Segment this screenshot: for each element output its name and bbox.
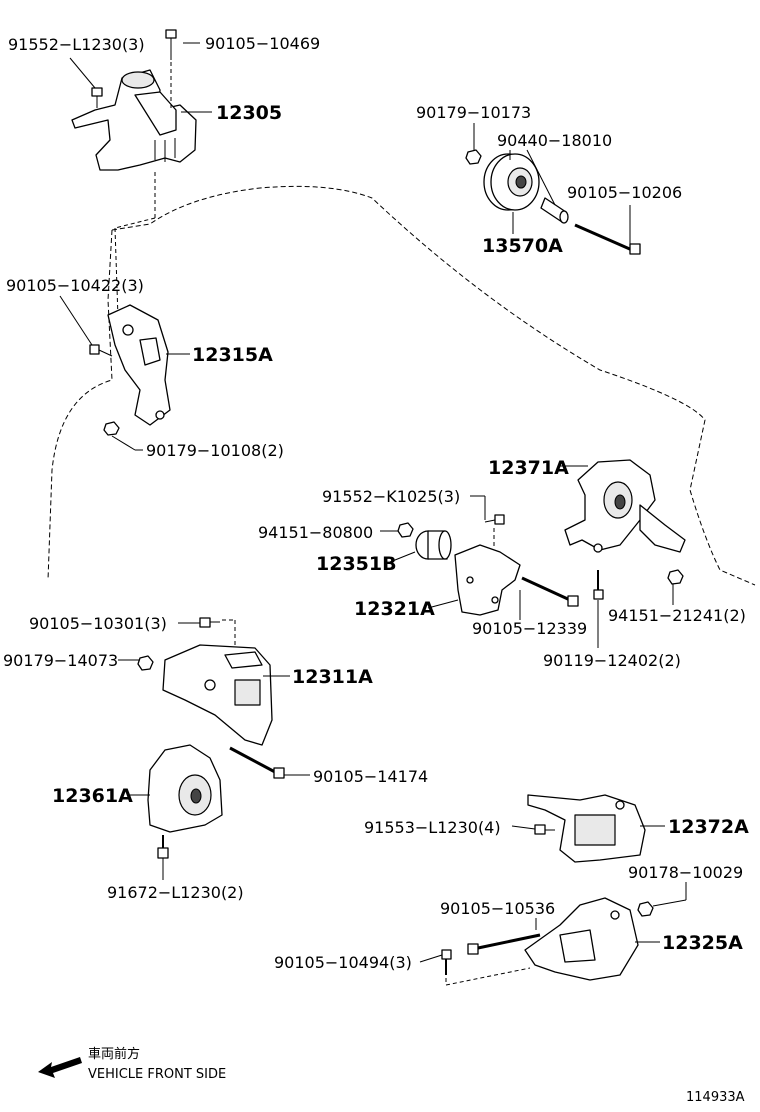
- bolt-90105-10536[interactable]: [467, 933, 541, 955]
- label-12351B: 12351B: [316, 553, 397, 575]
- engine-mount-12361A[interactable]: [147, 744, 223, 833]
- bolt-90119-12402[interactable]: [593, 570, 604, 600]
- label-12311A: 12311A: [292, 666, 373, 688]
- bracket-12315A[interactable]: [107, 304, 171, 426]
- label-90105-12339: 90105−12339: [472, 619, 587, 638]
- label-12305: 12305: [216, 102, 282, 124]
- label-90105-10422: 90105−10422(3): [6, 276, 144, 295]
- label-90179-14073: 90179−14073: [3, 651, 118, 670]
- label-90178-10029: 90178−10029: [628, 863, 743, 882]
- label-12325A: 12325A: [662, 932, 743, 954]
- label-94151-80800: 94151−80800: [258, 523, 373, 542]
- label-90105-10494: 90105−10494(3): [274, 953, 412, 972]
- label-90105-10206: 90105−10206: [567, 183, 682, 202]
- nut-90178-10029[interactable]: [637, 901, 654, 917]
- label-12372A: 12372A: [668, 816, 749, 838]
- bushing-12351B[interactable]: [415, 530, 452, 560]
- label-90105-10469: 90105−10469: [205, 34, 320, 53]
- engine-outline: [111, 185, 756, 586]
- bolt-91672-L1230[interactable]: [157, 835, 169, 859]
- label-12315A: 12315A: [192, 344, 273, 366]
- bracket-12311A[interactable]: [162, 644, 273, 746]
- label-91672-L1230: 91672−L1230(2): [107, 883, 244, 902]
- leader-lines: [59, 42, 687, 963]
- bracket-12372A[interactable]: [527, 794, 646, 863]
- label-90105-10536: 90105−10536: [440, 899, 555, 918]
- bolt-90105-10422[interactable]: [89, 344, 113, 357]
- bolt-90105-10301[interactable]: [199, 617, 220, 628]
- bolt-90105-12339[interactable]: [521, 576, 579, 607]
- direction-japanese: 車両前方: [88, 1046, 140, 1062]
- engine-mount-12305[interactable]: [71, 69, 197, 171]
- label-90440-18010: 90440−18010: [497, 131, 612, 150]
- direction-english: VEHICLE FRONT SIDE: [88, 1067, 226, 1082]
- bolt-90105-10469[interactable]: [165, 29, 177, 60]
- label-94151-21241: 94151−21241(2): [608, 606, 746, 625]
- bracket-12325A[interactable]: [524, 897, 639, 981]
- label-90105-10301: 90105−10301(3): [29, 614, 167, 633]
- bolt-90105-14174[interactable]: [229, 746, 285, 779]
- label-91553-L1230: 91553−L1230(4): [364, 818, 501, 837]
- bolt-91553-L1230[interactable]: [534, 824, 555, 835]
- label-90179-10173: 90179−10173: [416, 103, 531, 122]
- engine-mount-12371A[interactable]: [564, 459, 686, 553]
- idler-pulley-13570A[interactable]: [483, 153, 540, 211]
- bracket-12321A[interactable]: [454, 544, 521, 616]
- label-12361A: 12361A: [52, 785, 133, 807]
- label-90119-12402: 90119−12402(2): [543, 651, 681, 670]
- vehicle-front-direction: 車両前方 VEHICLE FRONT SIDE: [38, 1046, 226, 1082]
- nut-90179-14073[interactable]: [137, 655, 154, 671]
- label-13570A: 13570A: [482, 235, 563, 257]
- label-12371A: 12371A: [488, 457, 569, 479]
- bolt-91552-K1025[interactable]: [484, 514, 505, 525]
- bolt-90105-10494[interactable]: [441, 949, 452, 975]
- front-arrow-icon: [38, 1057, 82, 1078]
- label-91552-K1025: 91552−K1025(3): [322, 487, 460, 506]
- label-90179-10108: 90179−10108(2): [146, 441, 284, 460]
- bolt-90105-10206[interactable]: [574, 223, 641, 255]
- nut-94151-21241[interactable]: [667, 569, 684, 585]
- bolt-91552-L1230[interactable]: [91, 87, 103, 108]
- label-12321A: 12321A: [354, 598, 435, 620]
- nut-94151-80800[interactable]: [397, 522, 414, 538]
- nut-90179-10108[interactable]: [103, 421, 120, 436]
- illustration-code: 114933A: [686, 1090, 745, 1105]
- label-90105-14174: 90105−14174: [313, 767, 428, 786]
- nut-90179-10173[interactable]: [465, 149, 482, 165]
- label-91552-L1230: 91552−L1230(3): [8, 35, 145, 54]
- collar-90440-18010[interactable]: [540, 197, 569, 224]
